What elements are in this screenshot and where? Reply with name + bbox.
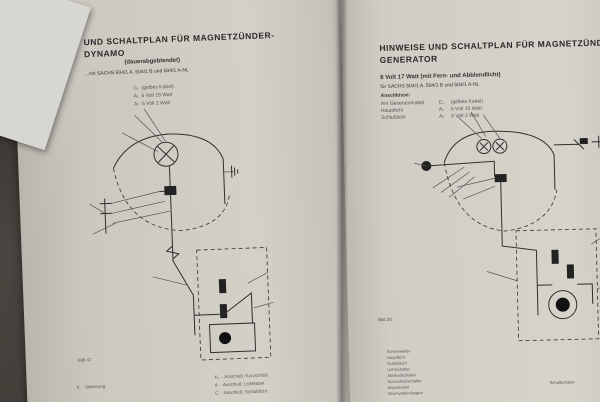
left-headlamp-housing <box>113 133 226 204</box>
left-leader-3 <box>152 276 189 286</box>
right-figure-label: Bild 38 <box>378 316 392 323</box>
left-magneto <box>209 322 257 354</box>
left-footer-code: A <box>214 382 218 388</box>
right-coil-2 <box>566 264 575 279</box>
right-bulb-filaments <box>479 141 505 151</box>
right-feed-wire <box>500 201 539 316</box>
right-footer-right: Schaltschalter <box>549 379 575 385</box>
right-headlamp-housing <box>443 130 556 190</box>
left-coil-1 <box>218 278 227 294</box>
book-gutter <box>336 0 348 402</box>
left-footer-desc: Sikkerung <box>85 383 106 390</box>
right-footer-item: Stromverbindungen <box>387 390 423 396</box>
right-bulb-1 <box>476 139 492 155</box>
right-magneto-rotor <box>555 297 570 312</box>
right-switch-block <box>494 173 507 183</box>
left-coil-2 <box>219 303 228 319</box>
left-switch-block <box>164 185 177 196</box>
left-generator-box <box>196 246 272 361</box>
left-footer-code: K₁ <box>214 374 220 380</box>
left-housing-lower <box>113 168 230 232</box>
right-housing-lower <box>443 162 558 232</box>
right-gen-wires <box>537 283 594 304</box>
right-horn <box>579 137 588 145</box>
left-bulb-filament <box>157 145 175 163</box>
left-leader-lines-2 <box>89 203 116 235</box>
left-magneto-rotor <box>219 332 232 345</box>
right-generator-box <box>515 228 600 342</box>
left-feed-wire <box>170 211 196 336</box>
left-leader-lines <box>121 108 166 152</box>
right-leader-3 <box>486 271 518 282</box>
left-footer-code: K <box>76 384 80 390</box>
right-page: HINWEISE UND SCHALTPLAN FÜR MAGNETZÜNDER… <box>340 0 600 402</box>
right-gen-leaders <box>591 233 600 290</box>
left-footer-code: C <box>215 390 219 396</box>
left-gen-leaders <box>247 272 274 309</box>
left-harness <box>111 191 171 224</box>
right-leader-lines <box>457 111 500 139</box>
left-figure-label: Bild 47 <box>77 357 92 363</box>
right-magneto-outer <box>548 290 578 320</box>
right-bulb-2 <box>492 138 508 154</box>
left-resistor <box>165 245 180 260</box>
left-bulb-circle <box>153 141 179 167</box>
left-gen-wires <box>194 292 253 324</box>
right-footer-list: Scheinwerfer Hauptlicht Schlußlicht Lich… <box>387 348 423 397</box>
left-page: UND SCHALTPLAN FÜR MAGNETZÜNDER- DYNAMO … <box>12 0 364 402</box>
right-horn-lead <box>553 138 585 150</box>
right-ground-symbol <box>591 135 600 148</box>
left-terminal-strip <box>99 198 113 234</box>
right-coil-1 <box>551 249 559 264</box>
left-ground-symbol <box>230 165 239 178</box>
left-switch-wires <box>159 166 172 212</box>
right-wiring-diagram <box>414 111 600 342</box>
right-harness <box>414 162 475 198</box>
right-main-bus <box>426 160 496 177</box>
left-wiring-diagram <box>89 108 274 361</box>
right-leader-lines-2 <box>456 177 495 200</box>
